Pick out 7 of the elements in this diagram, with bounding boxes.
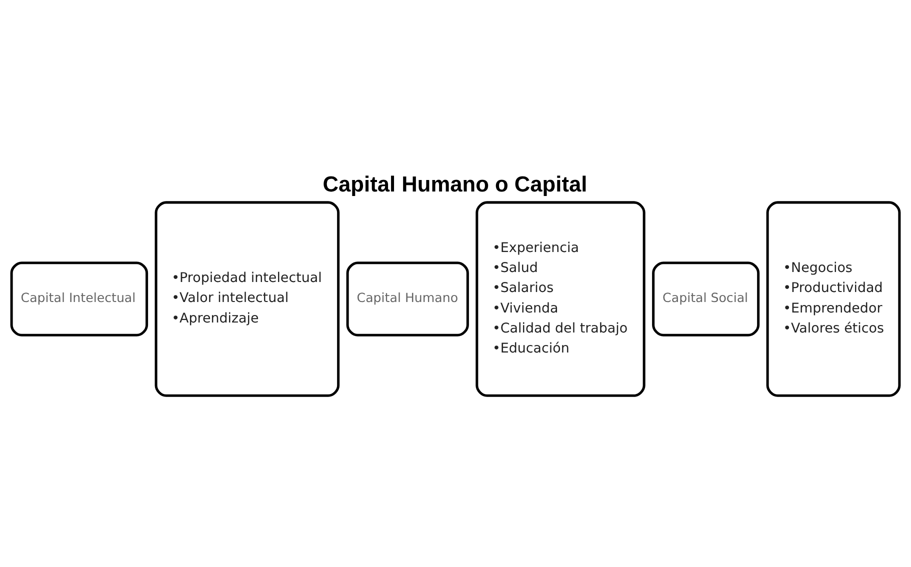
diagram-title: Capital Humano o Capital (322, 171, 588, 196)
node-box: •Experiencia •Salud •Salarios •Vivienda •Calidad del trabajo •Educación (476, 201, 646, 397)
node-box: Capital Humano (346, 262, 469, 336)
node-box: •Propiedad intelectual •Valor intelectual •Aprendizaje (154, 201, 340, 397)
node-box: Capital Intelectual (10, 262, 148, 336)
node-box: Capital Social (652, 262, 760, 336)
node-box: •Negocios •Productividad •Emprendedor •Valores éticos (766, 201, 901, 397)
